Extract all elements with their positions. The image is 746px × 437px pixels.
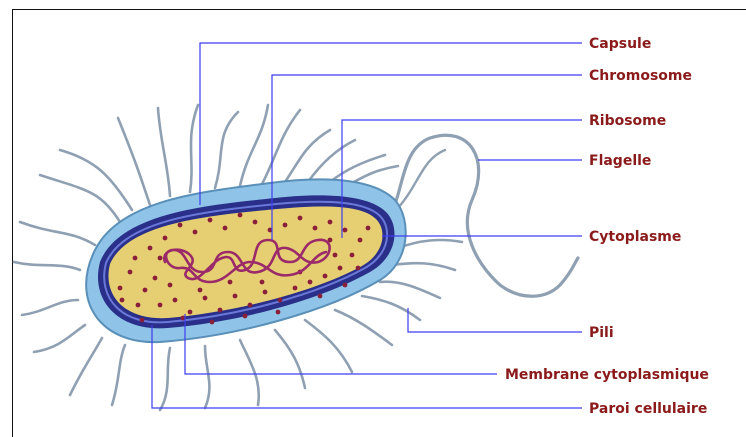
ribosome-dot xyxy=(263,290,268,295)
ribosome-dot xyxy=(233,294,238,299)
pilus xyxy=(34,325,85,352)
ribosome-dot xyxy=(163,236,168,241)
label-capsule: Capsule xyxy=(589,36,651,52)
label-ribosome: Ribosome xyxy=(589,113,666,129)
pilus xyxy=(240,340,259,405)
pilus xyxy=(262,110,300,184)
ribosome-dot xyxy=(143,288,148,293)
pilus xyxy=(60,150,132,210)
pilus xyxy=(190,105,198,192)
leader-pili xyxy=(408,308,582,332)
ribosome-dot xyxy=(278,298,283,303)
ribosome-dot xyxy=(218,308,223,313)
ribosome-dot xyxy=(173,298,178,303)
ribosome-dot xyxy=(333,253,338,258)
ribosome-dot xyxy=(293,286,298,291)
ribosome-dot xyxy=(313,226,318,231)
ribosome-dot xyxy=(356,266,361,271)
pilus xyxy=(285,130,330,182)
ribosome-dot xyxy=(338,266,343,271)
pilus xyxy=(350,166,398,184)
ribosome-dot xyxy=(203,296,208,301)
pilus xyxy=(308,140,355,182)
ribosome-dot xyxy=(188,310,193,315)
ribosome-dot xyxy=(358,238,363,243)
pilus xyxy=(275,330,305,388)
pilus xyxy=(118,118,150,205)
ribosome-dot xyxy=(260,280,265,285)
leader-capsule xyxy=(200,43,582,205)
label-chromosome: Chromosome xyxy=(589,68,692,84)
ribosome-dot xyxy=(193,230,198,235)
pilus xyxy=(70,338,102,395)
ribosome-dot xyxy=(243,314,248,319)
ribosome-dot xyxy=(318,294,323,299)
ribosome-dot xyxy=(248,303,253,308)
ribosome-dot xyxy=(158,303,163,308)
pilus xyxy=(158,108,170,196)
label-pili: Pili xyxy=(589,325,614,341)
ribosome-dot xyxy=(343,228,348,233)
pilus xyxy=(380,282,440,298)
pilus xyxy=(20,222,95,245)
ribosome-dot xyxy=(276,310,281,315)
label-flagelle: Flagelle xyxy=(589,153,651,169)
pilus xyxy=(240,105,268,186)
flagellum xyxy=(385,135,578,296)
ribosome-dot xyxy=(343,283,348,288)
ribosome-dot xyxy=(308,280,313,285)
ribosome-dot xyxy=(208,218,213,223)
ribosome-dot xyxy=(118,286,123,291)
pilus xyxy=(392,263,455,270)
ribosome-dot xyxy=(120,298,125,303)
pilus xyxy=(205,346,209,408)
pilus xyxy=(40,175,120,222)
pilus xyxy=(330,155,385,182)
label-cytoplasme: Cytoplasme xyxy=(589,229,681,245)
pilus xyxy=(398,240,462,248)
ribosome-dot xyxy=(178,223,183,228)
label-paroi: Paroi cellulaire xyxy=(589,401,707,417)
ribosome-dot xyxy=(253,220,258,225)
ribosome-dot xyxy=(223,226,228,231)
label-group: Capsule Chromosome Ribosome Flagelle Cyt… xyxy=(505,36,709,417)
ribosome-dot xyxy=(148,246,153,251)
ribosome-dot xyxy=(228,280,233,285)
ribosome-dot xyxy=(210,320,215,325)
pilus xyxy=(362,296,420,320)
ribosome-dot xyxy=(168,283,173,288)
label-membrane: Membrane cytoplasmique xyxy=(505,367,709,383)
pilus xyxy=(160,348,170,410)
pilus xyxy=(14,262,80,270)
ribosome-dot xyxy=(133,256,138,261)
ribosome-dot xyxy=(158,256,163,261)
ribosome-dot xyxy=(283,223,288,228)
pilus xyxy=(22,300,78,315)
pilus xyxy=(215,112,238,188)
ribosome-dot xyxy=(136,303,141,308)
ribosome-dot xyxy=(238,213,243,218)
pilus xyxy=(305,320,352,372)
ribosome-dot xyxy=(350,253,355,258)
ribosome-dot xyxy=(198,288,203,293)
ribosome-dot xyxy=(140,318,145,323)
ribosome-dot xyxy=(128,270,133,275)
ribosome-dot xyxy=(153,276,158,281)
pilus xyxy=(112,345,125,405)
ribosome-dot xyxy=(366,226,371,231)
ribosome-dot xyxy=(328,220,333,225)
ribosome-dot xyxy=(298,216,303,221)
pilus xyxy=(335,310,392,345)
ribosome-dot xyxy=(323,274,328,279)
